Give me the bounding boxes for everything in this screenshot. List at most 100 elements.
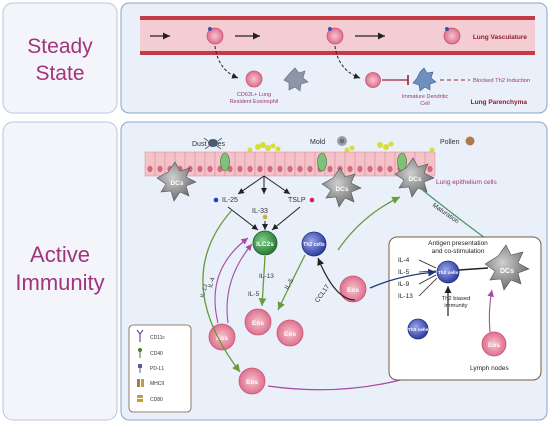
legend-label: MHCII: [150, 381, 164, 387]
interstitial-cell: [283, 67, 309, 92]
epithelial-nucleus: [347, 165, 353, 173]
epithelial-cell: [274, 151, 286, 177]
dc-label: DCs: [408, 176, 421, 183]
immature-dc-label-line1: Immature Dendritic: [402, 94, 449, 100]
epithelial-nucleus: [197, 165, 203, 173]
eos-to-lymph-arrow: [369, 268, 437, 289]
vessel-eosinophil: [206, 27, 224, 45]
steady-eosinophil: [365, 72, 381, 88]
epithelial-cell: [204, 151, 216, 177]
lymph-th2-cell: Th2 cells: [436, 260, 460, 284]
epithelial-cell: [374, 151, 386, 177]
epithelial-nucleus: [427, 165, 433, 173]
mold-icon: [337, 136, 347, 146]
legend-label: CD11c: [150, 335, 165, 341]
dc-cell: DCs: [321, 167, 362, 208]
epithelial-nucleus: [357, 165, 363, 173]
vessel-eosinophil: [326, 27, 344, 45]
epithelial-cell: [194, 151, 206, 177]
eos-label: Eos: [246, 379, 258, 386]
epithelial-nucleus: [297, 165, 303, 173]
vasculature-label: Lung Vasculature: [473, 34, 528, 41]
epithelial-cell: [384, 151, 396, 177]
cytokine-label: IL-5: [398, 269, 410, 276]
parenchyma-label: Lung Parenchyma: [471, 99, 528, 106]
active-label-line1: Active: [30, 242, 90, 267]
epithelial-nucleus: [257, 165, 263, 173]
legend-label: CD80: [150, 397, 163, 403]
cd40-icon: [138, 348, 142, 352]
eosinophil: Eos: [276, 319, 304, 347]
dust-mite-icon: [203, 137, 223, 150]
eos-label: Eos: [284, 331, 296, 338]
signal-arrow: [227, 206, 259, 231]
tslp-dot: [309, 197, 315, 203]
epithelial-nucleus: [267, 165, 273, 173]
epithelial-nucleus: [277, 165, 283, 173]
epithelial-nucleus: [147, 165, 153, 173]
resident-eos-label-line2: Resident Eosinophil: [230, 99, 279, 105]
epithelial-cell: [244, 151, 256, 177]
dc-cell: DCs: [156, 161, 197, 202]
il5-label: IL-5: [248, 291, 260, 298]
cytokine-label: IL-13: [398, 293, 413, 300]
lymph-dc-cell: DCs: [484, 244, 530, 291]
epithelial-nucleus: [387, 165, 393, 173]
antigen-label-line2: and co-stimulation: [432, 248, 485, 255]
eosinophil: Eos: [208, 323, 236, 351]
epithelial-nucleus: [307, 165, 313, 173]
il13-il4-arrow: [226, 243, 253, 324]
th2-il5-arrow: [277, 254, 306, 311]
il33-label: IL-33: [252, 208, 268, 215]
eosinophil: Eos: [339, 275, 367, 303]
eosinophil: Eos: [238, 367, 266, 395]
epithelial-cell: [234, 151, 246, 177]
eos-label: Eos: [252, 320, 264, 327]
il4-label-eos: IL-4: [208, 276, 217, 288]
epithelial-cell: [344, 151, 356, 177]
recruitment-arrow: [202, 209, 241, 373]
immature-dc-label-line2: Cell: [420, 101, 429, 107]
active-label-box: [2, 121, 118, 421]
legend-label: PD-L1: [150, 366, 164, 372]
il5-label-th2: IL-5: [284, 277, 296, 291]
epithelial-cell: [354, 151, 366, 177]
legend-box: [128, 324, 192, 413]
eos-label: Eos: [216, 335, 228, 342]
epithelial-cell: [264, 151, 276, 177]
epithelial-cell: [294, 151, 306, 177]
cytokine-label: IL-4: [398, 257, 410, 264]
il13-label-eos: IL-13: [200, 283, 210, 298]
cytokine-label: IL-9: [398, 281, 410, 288]
ilc2-cell: ILC2s: [252, 230, 278, 256]
il13-label: IL-13: [259, 273, 274, 280]
epithelial-nucleus: [367, 165, 373, 173]
allergen-label: Pollen: [440, 139, 460, 146]
epithelial-cell: [284, 151, 296, 177]
blocked-th2-label: Blocked Th2 Induction: [473, 78, 530, 84]
legend-item-mhcii: MHCII: [137, 379, 164, 387]
il5-arrow: [258, 255, 267, 307]
vessel-wall-bottom: [140, 51, 535, 55]
eos-dc-arrow: [487, 289, 494, 333]
lymph-node-label: Lymph nodes: [470, 365, 510, 372]
cytokine-arrow: [263, 175, 291, 195]
cd11c-icon: [136, 329, 144, 342]
dc-label: DCs: [170, 180, 183, 187]
epithelial-nucleus: [287, 165, 293, 173]
dc-label: DCs: [500, 268, 514, 275]
cytokine-tick: [418, 277, 438, 297]
pdl1-icon: [138, 364, 142, 368]
lymph-eosinophil: Eos: [481, 331, 507, 357]
il13-il4-arrow: [214, 237, 249, 324]
il25-dot: [213, 197, 219, 203]
pollen-icon: [465, 136, 475, 146]
synapse-line: [458, 267, 489, 271]
dc-activation-arrow: [337, 196, 401, 251]
cd80-icon: [137, 395, 143, 398]
vessel-eosinophil: [443, 27, 461, 45]
signal-arrow: [271, 206, 301, 231]
legend-item-pdl1: PD-L1: [138, 364, 164, 373]
ilc2-label: ILC2s: [256, 241, 274, 248]
